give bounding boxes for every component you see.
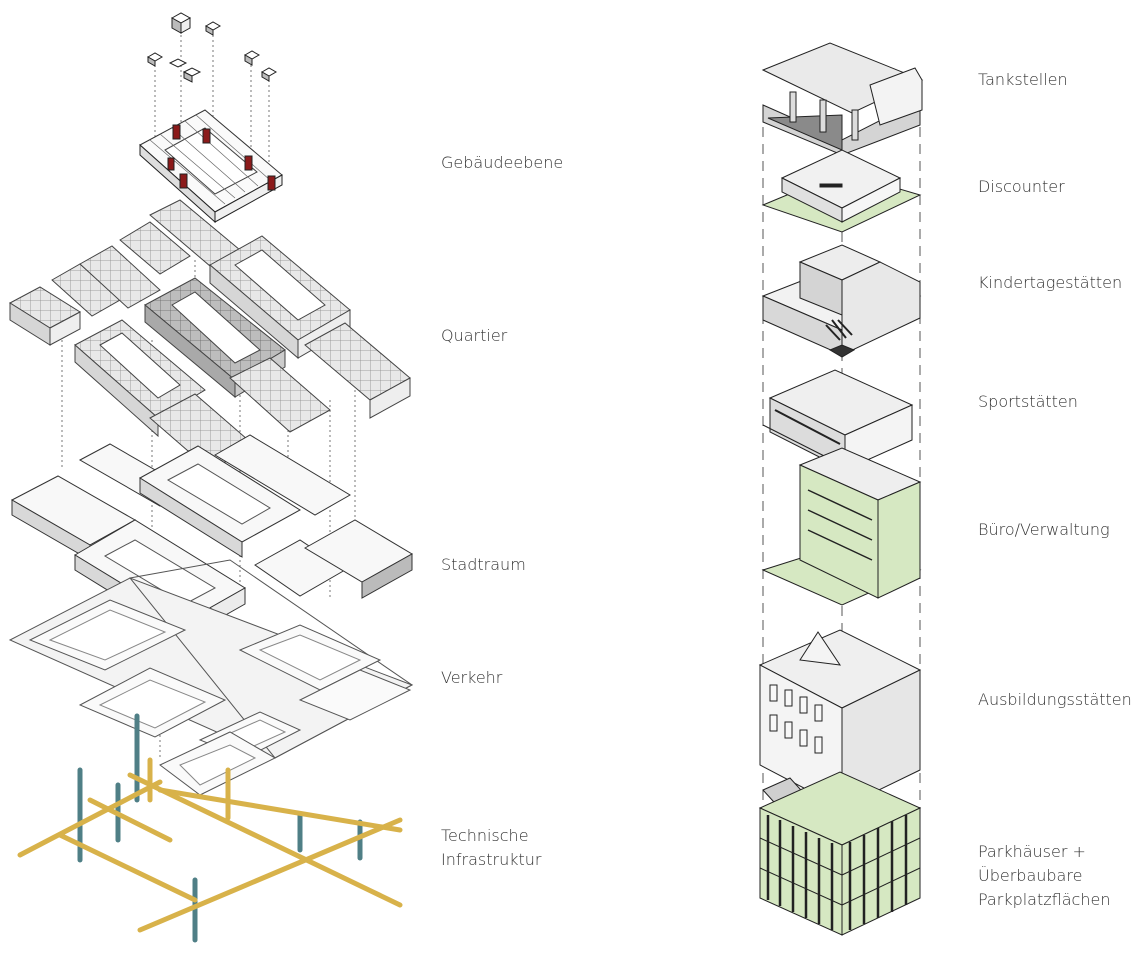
floating-unit <box>170 12 192 34</box>
label-quartier: Quartier <box>441 326 508 345</box>
highlight-red <box>179 173 188 189</box>
sportstaetten-illustration <box>762 369 914 471</box>
label-infrastruktur: Infrastruktur <box>441 850 542 869</box>
label-technische: Technische <box>441 826 529 845</box>
highlight-red <box>244 155 253 171</box>
highlight-red <box>167 157 175 171</box>
building-level-illustration <box>139 12 283 224</box>
label-tankstellen: Tankstellen <box>978 70 1068 89</box>
infrastructure-level-illustration <box>17 713 403 943</box>
ausbildungsstaetten-illustration <box>758 629 922 813</box>
verkehr-level-illustration <box>8 559 414 796</box>
label-buero-verwaltung: Büro/Verwaltung <box>978 520 1110 539</box>
tankstellen-illustration <box>761 42 924 156</box>
highlight-red <box>202 128 211 144</box>
label-kindertagestaetten: Kindertagestätten <box>978 273 1123 292</box>
label-stadtraum: Stadtraum <box>441 555 526 574</box>
label-parkplatzflaechen: Parkplatzflächen <box>978 890 1111 909</box>
label-discounter: Discounter <box>978 177 1065 196</box>
label-verkehr: Verkehr <box>441 668 503 687</box>
discounter-illustration <box>761 149 922 233</box>
label-ausbildungsstaetten: Ausbildungsstätten <box>978 690 1132 709</box>
highlight-red <box>172 124 181 140</box>
label-sportstaetten: Sportstätten <box>978 392 1078 411</box>
quartier-level-illustration <box>9 199 411 471</box>
buero-verwaltung-illustration <box>761 447 922 606</box>
floating-unit <box>168 58 202 83</box>
highlight-red <box>267 175 276 191</box>
label-parkhaeuser: Parkhäuser + <box>978 842 1086 861</box>
floating-unit <box>204 21 222 36</box>
floating-unit <box>146 52 164 67</box>
floating-unit <box>243 50 278 82</box>
kindertagestaetten-illustration <box>761 244 922 358</box>
parkhaeuser-illustration <box>758 771 922 936</box>
label-ueberbaubare: Überbaubare <box>978 866 1083 885</box>
label-gebaeudeebene: Gebäudeebene <box>441 153 564 172</box>
